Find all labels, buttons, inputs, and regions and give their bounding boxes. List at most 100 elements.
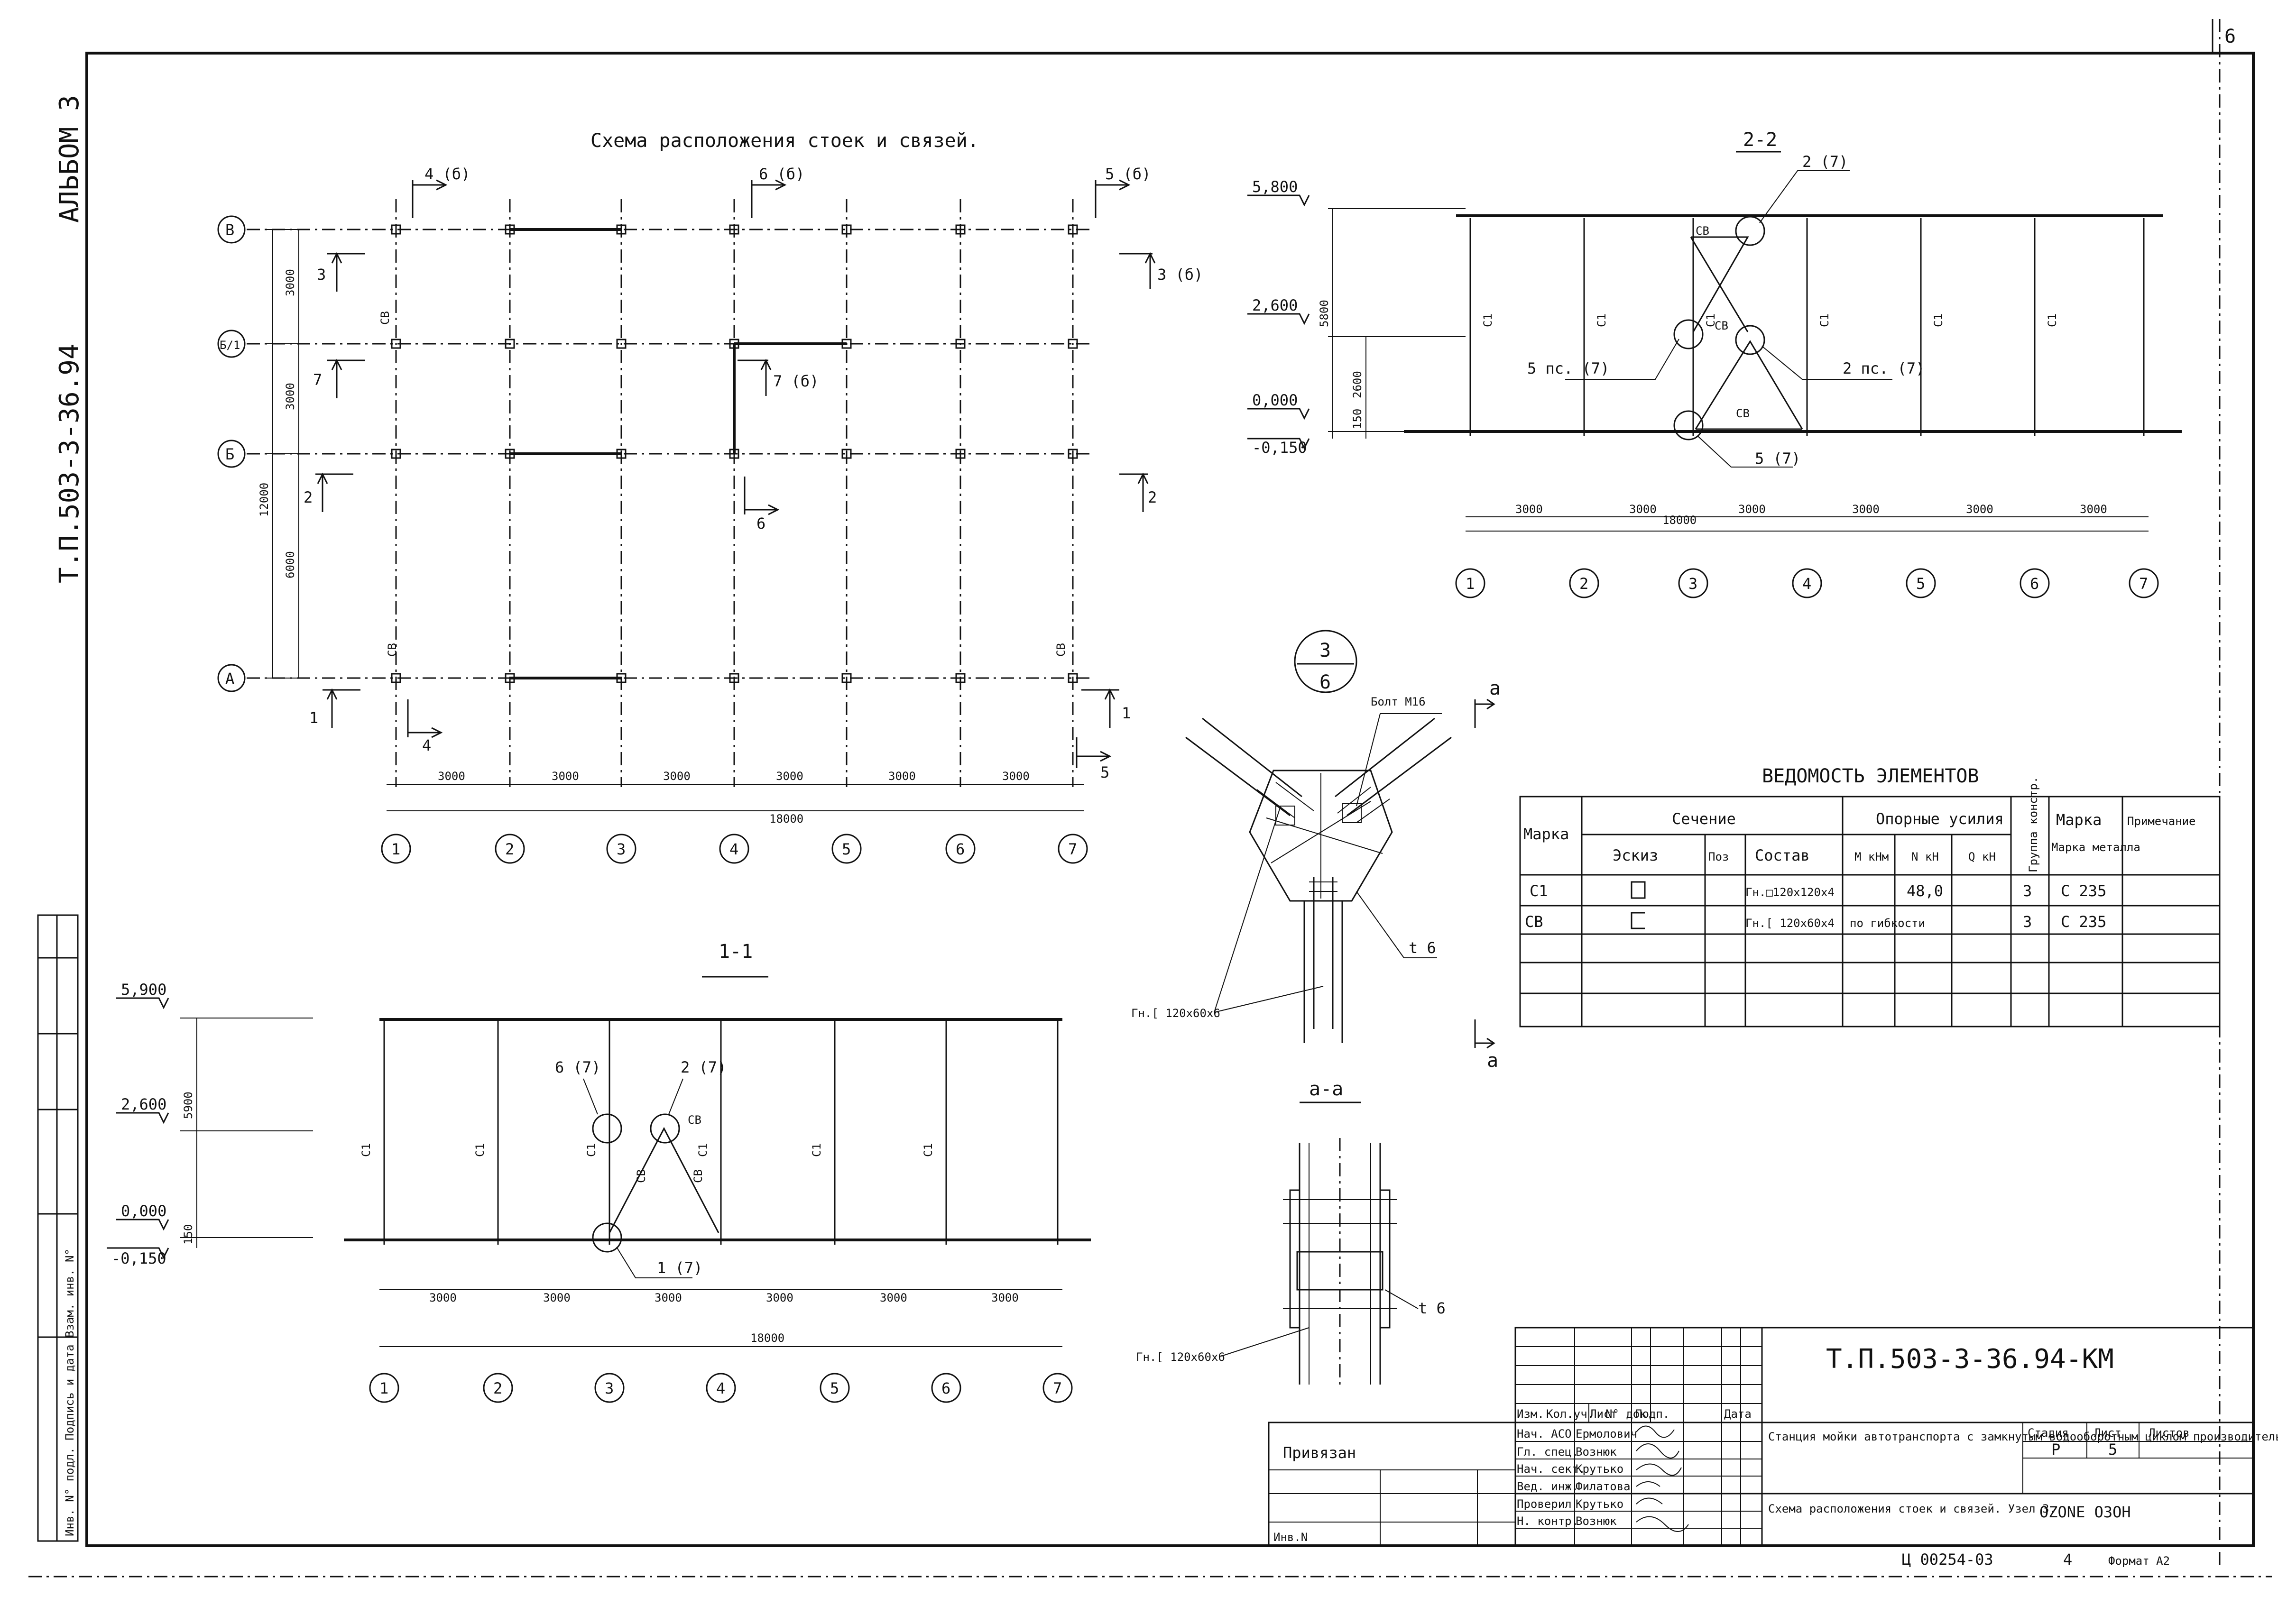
callout-leader [1762,346,1892,380]
svg-text:2 (7): 2 (7) [681,1058,726,1076]
axis-label: 2 [1579,575,1588,593]
section-2-2-title: 2-2 [1743,129,1777,151]
column-node [391,224,401,235]
axis-circle [1678,568,1708,598]
svg-text:2 (7): 2 (7) [1802,153,1848,171]
node-callout-circle [1673,410,1704,440]
svg-text:Изм.: Изм. [1517,1407,1544,1421]
svg-text:Формат А2: Формат А2 [2108,1554,2170,1568]
axis-label: 7 [1053,1379,1062,1397]
svg-text:6: 6 [1319,671,1331,693]
svg-text:12000: 12000 [258,483,271,517]
brace [609,1127,719,1233]
svg-text:Стадия: Стадия [2028,1426,2069,1440]
svg-text:Дата: Дата [1724,1407,1752,1421]
svg-text:Ермолович: Ермолович [1576,1427,1637,1440]
column-node [1068,224,1078,235]
dim-text: 3000 [1002,770,1030,783]
svg-text:18000: 18000 [769,812,803,826]
column-node [391,673,401,683]
dim-text: 3000 [438,770,465,783]
svg-text:18000: 18000 [750,1331,784,1345]
svg-text:Марка: Марка [2056,811,2102,829]
axis-circle [1569,568,1599,598]
axis-label: 1 [391,840,400,858]
svg-text:Н. контр.: Н. контр. [1517,1514,1578,1528]
svg-text:Гн.[ 120х60х6: Гн.[ 120х60х6 [1136,1350,1225,1364]
section-1-1: 1-1 5,900 2,600 0,000 -0,150 5900 150 С1… [107,941,1091,1403]
svg-text:5 (б): 5 (б) [1105,165,1151,183]
svg-text:В: В [225,221,234,239]
svg-text:5 пс. (7): 5 пс. (7) [1527,359,1609,377]
axis-label: 4 [1802,575,1811,593]
left-brace [1185,717,1302,817]
axis-circle [820,1373,850,1403]
svg-text:6 (б): 6 (б) [759,165,804,183]
column-node [955,449,966,459]
svg-text:Гн.[ 120х60х6: Гн.[ 120х60х6 [1131,1007,1220,1020]
node-callout-circle [1673,319,1704,349]
column-label: С1 [360,1143,373,1157]
svg-text:t 6: t 6 [1409,939,1436,957]
axis-circle [2129,568,2159,598]
axis-circle [719,834,749,864]
svg-text:5900: 5900 [182,1092,195,1119]
node-3-detail: 3 6 Болт М16 t 6 Гн.[ 120х60х6 а а [1131,630,1501,1072]
svg-text:по гибкости: по гибкости [1850,917,1925,930]
svg-text:Б: Б [225,445,234,463]
axis-circle [495,834,525,864]
column-node [955,339,966,349]
right-brace [1335,717,1452,817]
svg-text:N кН: N кН [1911,850,1939,863]
svg-text:0,000: 0,000 [1252,391,1298,409]
callout-leader [1759,170,1850,223]
dim-text: 3000 [888,770,916,783]
svg-text:СВ: СВ [1525,913,1543,931]
brace [1690,237,1749,332]
axis-label: 6 [2030,575,2039,593]
title-block: Т.П.503-3-36.94-КМ Изм. Кол.уч. Лист N° … [1268,1327,2278,1569]
axis-circle [594,1373,625,1403]
axis-label: 6 [956,840,965,858]
svg-text:Эскиз: Эскиз [1613,846,1658,864]
svg-text:2: 2 [1148,488,1157,506]
svg-text:150: 150 [1351,409,1364,429]
axis-circle [1058,834,1088,864]
column-node [955,224,966,235]
section-a-a: а-а t 6 Гн.[ 120х60х6 [1136,1078,1446,1389]
svg-text:Марка: Марка [1523,825,1569,843]
axis-circle [1792,568,1822,598]
svg-text:Вознюк: Вознюк [1576,1514,1617,1528]
svg-text:С 235: С 235 [2061,882,2106,900]
axis-circle [483,1373,513,1403]
axis-label: 5 [1916,575,1925,593]
dim-text: 3000 [429,1291,457,1304]
dim-text: 3000 [776,770,803,783]
svg-text:М кНм: М кНм [1854,850,1889,863]
column-label: С1 [1932,313,1945,327]
axis-label: 1 [1466,575,1475,593]
svg-text:Крутько: Крутько [1576,1462,1623,1476]
gusset-plate [1249,770,1393,902]
svg-text:Марка металла: Марка металла [2051,841,2140,854]
svg-text:6: 6 [756,514,765,532]
svg-text:5: 5 [2108,1440,2117,1459]
svg-text:Гн.[ 120х60х4: Гн.[ 120х60х4 [1745,917,1835,930]
axis-circle [369,1373,399,1403]
svg-text:3: 3 [317,266,326,284]
callout-leader [583,1078,598,1115]
svg-text:5,900: 5,900 [121,981,166,999]
axis-label: 3 [617,840,626,858]
svg-text:Опорные усилия: Опорные усилия [1876,810,2004,828]
column-node [616,339,627,349]
column-label: С1 [1481,313,1494,327]
svg-text:3: 3 [1319,640,1331,661]
svg-text:Вознюк: Вознюк [1576,1445,1617,1459]
axis-label: 3 [1688,575,1697,593]
plan-section-marks: 1 1 2 2 3 3 (б) 4 (б) 4 5 (б) 5 6 (б) 6 … [304,165,1203,781]
column-node [841,224,852,235]
callout-leader [616,1247,692,1278]
svg-text:-0,150: -0,150 [111,1249,166,1267]
svg-text:4 (б): 4 (б) [424,165,470,183]
